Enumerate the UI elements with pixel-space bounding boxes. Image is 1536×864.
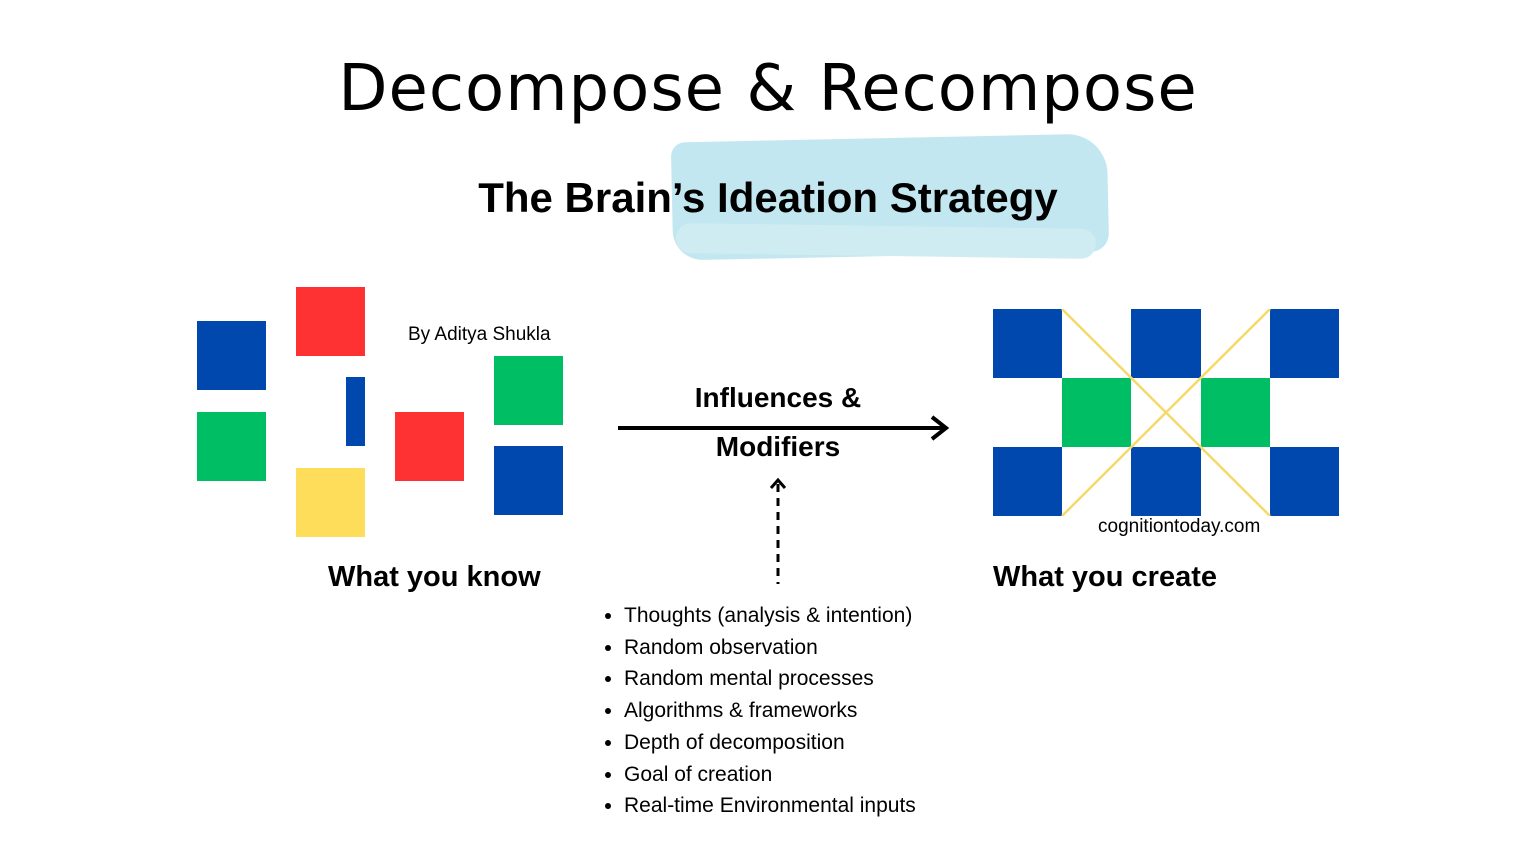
- list-item: Depth of decomposition: [624, 727, 916, 759]
- known-block-blue-bar: [346, 377, 365, 446]
- known-block-green-2: [494, 356, 563, 425]
- pattern-connector-lines: [1061, 309, 1271, 516]
- arrow-label-line1: Influences &: [694, 382, 862, 413]
- pattern-block-green: [1201, 378, 1270, 447]
- right-label: What you create: [993, 561, 1217, 593]
- pattern-block-blue: [1131, 309, 1201, 378]
- website-credit: cognitiontoday.com: [1098, 516, 1261, 537]
- factor-list: Thoughts (analysis & intention) Random o…: [600, 600, 916, 822]
- list-item: Thoughts (analysis & intention): [624, 600, 916, 632]
- pattern-block-blue: [1131, 447, 1201, 516]
- known-block-red-2: [395, 412, 464, 481]
- known-block-blue-1: [197, 321, 266, 390]
- known-block-red-1: [296, 287, 365, 356]
- pattern-block-green: [1062, 378, 1131, 447]
- pattern-block-blue: [1270, 447, 1339, 516]
- list-item: Real-time Environmental inputs: [624, 790, 916, 822]
- pattern-block-blue: [1270, 309, 1339, 378]
- author-credit: By Aditya Shukla: [408, 324, 551, 345]
- known-block-yellow: [296, 468, 365, 537]
- arrow-label-line2: Modifiers: [715, 431, 841, 462]
- dashed-up-arrow: [769, 477, 787, 584]
- list-item: Random mental processes: [624, 663, 916, 695]
- main-title: Decompose & Recompose: [338, 52, 1198, 126]
- known-block-green-1: [197, 412, 266, 481]
- list-item: Goal of creation: [624, 759, 916, 791]
- pattern-block-blue: [993, 309, 1062, 378]
- list-item: Random observation: [624, 632, 916, 664]
- pattern-block-blue: [993, 447, 1062, 516]
- list-item: Algorithms & frameworks: [624, 695, 916, 727]
- brush-highlight-stroke: [675, 223, 1097, 259]
- subtitle: The Brain’s Ideation Strategy: [478, 174, 1058, 221]
- main-arrow: [618, 415, 950, 441]
- known-block-blue-2: [494, 446, 563, 515]
- left-label: What you know: [328, 561, 541, 593]
